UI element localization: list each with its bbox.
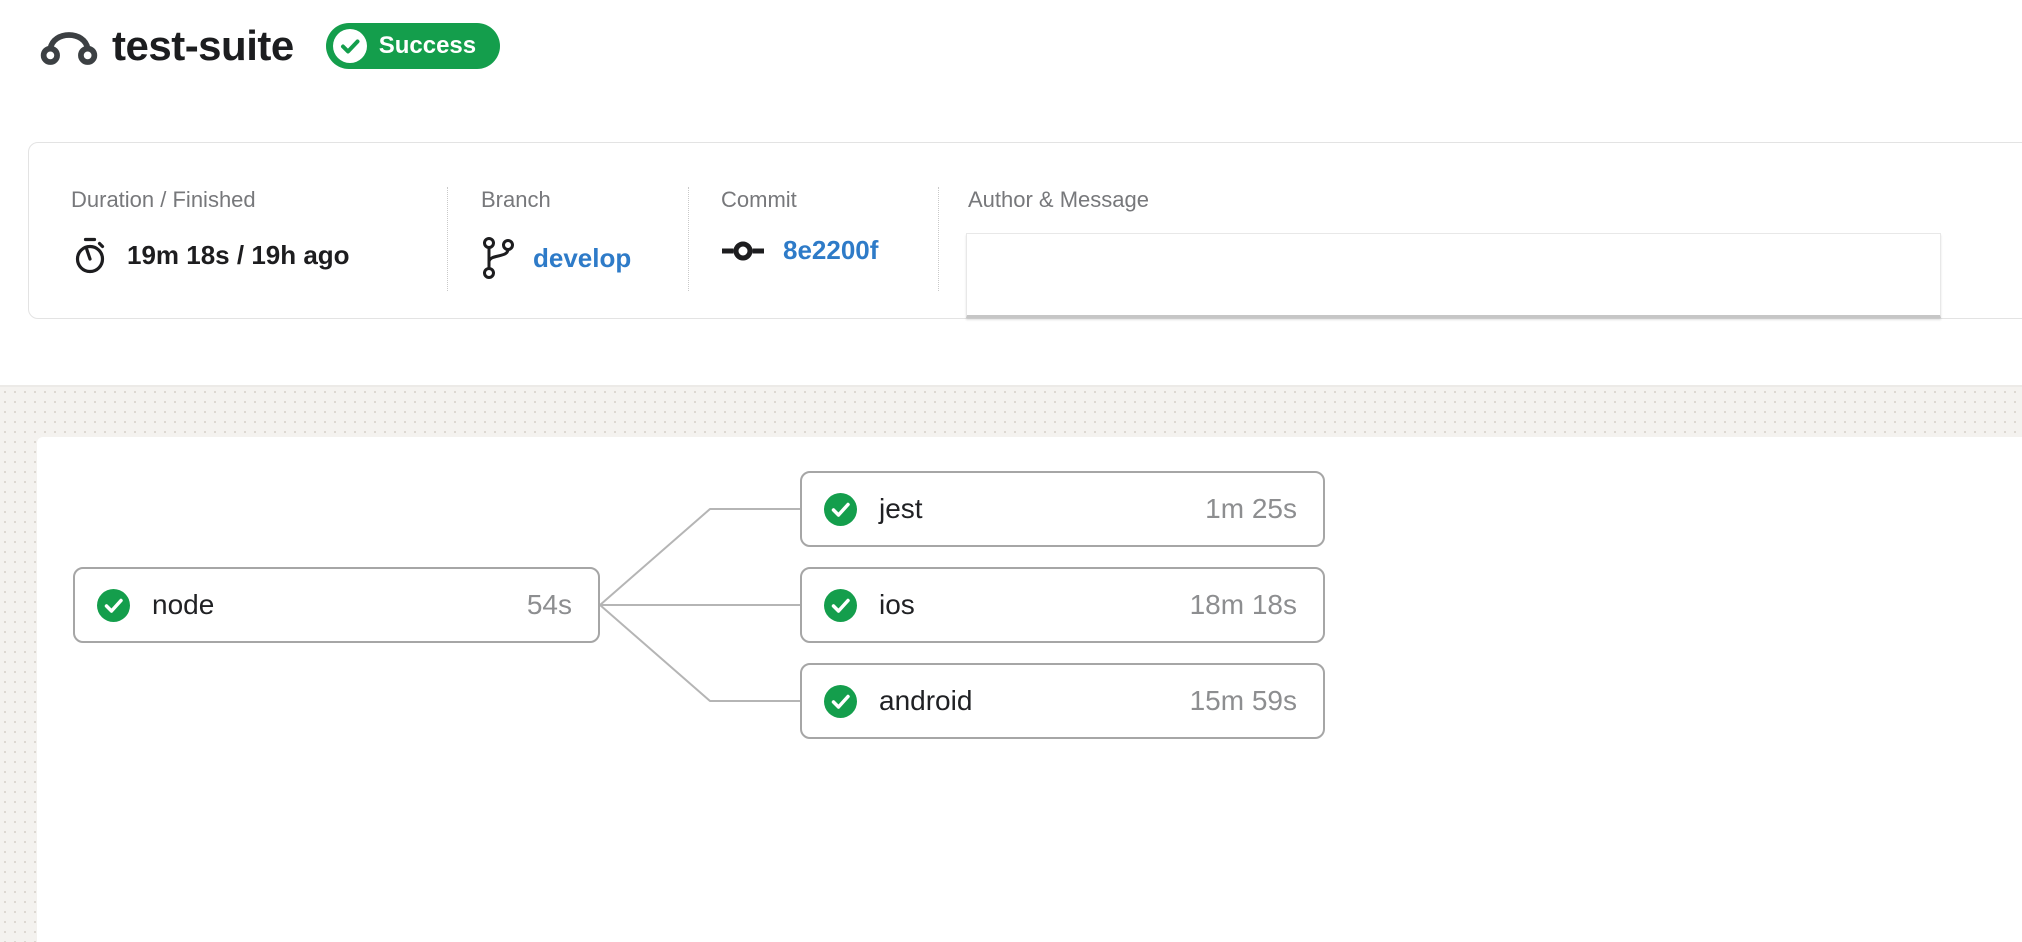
- node-label: ios: [879, 589, 915, 620]
- pipeline-node-ios[interactable]: ios 18m 18s: [800, 567, 1325, 643]
- meta-branch-label: Branch: [481, 187, 551, 212]
- page-header: test-suite Success: [40, 22, 501, 70]
- check-circle-icon: [332, 29, 367, 63]
- pipeline-node-jest[interactable]: jest 1m 25s: [800, 471, 1325, 547]
- success-check-icon: [824, 684, 857, 718]
- status-badge: Success: [325, 23, 501, 69]
- node-duration: 54s: [526, 589, 572, 620]
- timer-icon: [71, 235, 109, 275]
- meta-divider: [688, 187, 689, 291]
- success-check-icon: [824, 588, 857, 622]
- branch-link[interactable]: develop: [533, 242, 632, 273]
- node-label: jest: [879, 493, 923, 524]
- pipeline-node-node[interactable]: node 54s: [73, 567, 600, 643]
- meta-duration-label: Duration / Finished: [71, 187, 256, 212]
- git-branch-icon: [481, 235, 515, 281]
- node-duration: 18m 18s: [1189, 589, 1297, 620]
- meta-divider: [447, 187, 448, 291]
- node-duration: 15m 59s: [1189, 685, 1297, 716]
- pipeline-node-android[interactable]: android 15m 59s: [800, 663, 1325, 739]
- git-commit-icon: [721, 239, 765, 263]
- run-meta-card: Duration / Finished 19m 18s / 19h ago: [28, 142, 2022, 319]
- page-title: test-suite: [112, 22, 294, 69]
- node-duration: 1m 25s: [1205, 493, 1297, 524]
- meta-author: Author & Message: [968, 187, 1149, 235]
- success-check-icon: [824, 492, 857, 526]
- meta-author-label: Author & Message: [968, 187, 1149, 212]
- meta-duration: Duration / Finished 19m 18s / 19h ago: [71, 187, 350, 275]
- meta-commit: Commit 8e2200f: [721, 187, 878, 266]
- status-badge-label: Success: [378, 32, 477, 59]
- author-message-placeholder: [966, 233, 1941, 318]
- commit-link[interactable]: 8e2200f: [783, 235, 879, 265]
- meta-divider: [938, 187, 939, 291]
- node-label: node: [152, 589, 215, 620]
- pipeline-squiggle-icon: [40, 32, 98, 65]
- node-label: android: [879, 685, 973, 716]
- meta-commit-label: Commit: [721, 187, 797, 212]
- meta-duration-value: 19m 18s / 19h ago: [127, 239, 350, 270]
- success-check-icon: [97, 588, 130, 622]
- meta-branch: Branch develop: [481, 187, 631, 281]
